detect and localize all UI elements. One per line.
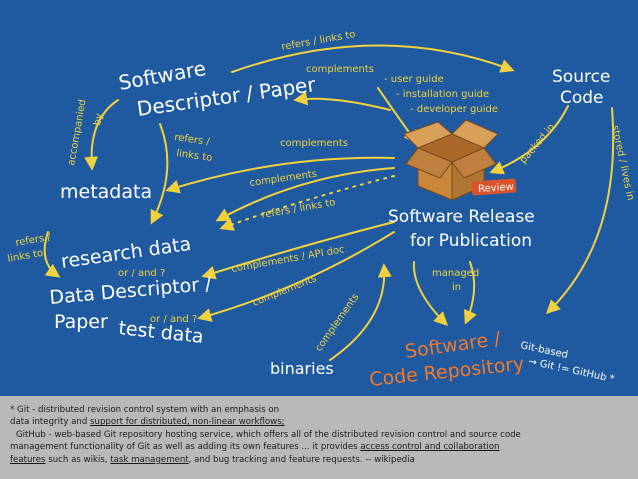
footnote-link-task-management[interactable]: task management <box>110 454 189 465</box>
label-managed-line2: in <box>452 282 461 293</box>
release-box-icon <box>403 119 499 201</box>
label-complements-diag: complements <box>313 292 361 354</box>
label-or-and-1: or / and ? <box>118 268 165 279</box>
label-accompanied-line2: by <box>92 112 105 126</box>
node-software-release-line1: Software Release <box>388 207 535 227</box>
node-research-data: research data <box>60 233 193 273</box>
diagram-svg: Software Descriptor / Paper Source Code … <box>7 29 636 391</box>
arrow-descriptor-to-source <box>231 44 515 73</box>
arrow-release-to-metadata <box>165 156 395 194</box>
label-git-based: Git-based <box>519 340 568 361</box>
footnote-line4: management functionality of Git as well … <box>10 441 630 453</box>
label-complements-top: complements <box>306 64 374 75</box>
node-source-code-line1: Source <box>552 67 610 87</box>
arrow-release-to-repository <box>412 261 448 326</box>
label-guide-dev: - developer guide <box>410 104 498 115</box>
label-complements-mid2: complements <box>249 169 318 189</box>
footnote-link-access-control[interactable]: access control and collaboration <box>360 442 500 453</box>
arrow-descriptor-to-research <box>150 123 169 225</box>
footnote-line1: * Git - distributed revision control sys… <box>10 405 280 415</box>
footnote-line2-text: data integrity and <box>10 417 91 428</box>
footnote-line2: data integrity and support for distribut… <box>10 416 630 428</box>
footnote-line4-text: management functionality of Git as well … <box>10 442 361 453</box>
label-complements-mid1: complements <box>280 138 348 149</box>
label-refers-mid-line1: refers / <box>174 132 211 148</box>
label-refers-left-line1: refers / <box>15 232 53 249</box>
label-guide-install: - installation guide <box>396 89 489 100</box>
footnote-link-features[interactable]: features <box>10 454 46 465</box>
arrow-release-to-datadesc <box>201 221 395 280</box>
footnote-line3: GitHub - web-based Git repository hostin… <box>16 429 521 440</box>
arrow-metadata-to-data <box>43 231 61 278</box>
review-badge-label: Review <box>478 182 514 195</box>
node-binaries: binaries <box>270 359 334 378</box>
arrow-dotted-release-research <box>219 175 395 231</box>
footnote-panel: * Git - distributed revision control sys… <box>0 396 638 479</box>
label-complements-api: complements / API doc <box>231 244 346 275</box>
label-or-and-2: or / and ? <box>150 314 197 325</box>
arrow-source-to-release <box>489 105 569 175</box>
label-refers-mid-line2: links to <box>176 148 213 164</box>
footnote-line5: features such as wikis, task management,… <box>10 454 630 466</box>
label-git-not-github: → Git != GitHub * <box>527 356 615 385</box>
node-source-code-line2: Code <box>560 88 604 108</box>
arrow-release-down <box>464 261 477 325</box>
node-data-descriptor-line2: Paper <box>54 311 108 333</box>
node-software-release-line2: for Publication <box>410 231 532 251</box>
label-managed-line1: managed <box>432 268 479 279</box>
footnote-line5-text-a: such as wikis, <box>45 454 111 465</box>
arrow-source-to-repository <box>545 107 615 314</box>
footnote-line5-text-b: , and bug tracking and feature requests.… <box>188 454 415 465</box>
review-badge: Review <box>471 178 517 196</box>
label-refers-links-mid: refers / links to <box>261 197 337 221</box>
arrow-release-to-testdata <box>197 231 395 322</box>
arrow-release-to-descriptor <box>293 91 391 111</box>
arrow-accompanied <box>84 99 119 171</box>
arrow-release-to-research <box>215 167 395 222</box>
label-refers-left-line2: links to <box>7 248 44 265</box>
footnote-link-workflows[interactable]: support for distributed, non-linear work… <box>90 417 285 428</box>
label-accompanied-line1: accompanied <box>66 99 88 167</box>
node-software-repo-line2: Code Repository <box>368 353 525 391</box>
label-complements-low: complements <box>251 273 318 309</box>
arrow-binaries-to-release <box>329 263 392 361</box>
node-metadata: metadata <box>60 181 152 203</box>
label-packed-in: packed in <box>518 122 557 166</box>
label-guide-user: - user guide <box>384 74 444 85</box>
